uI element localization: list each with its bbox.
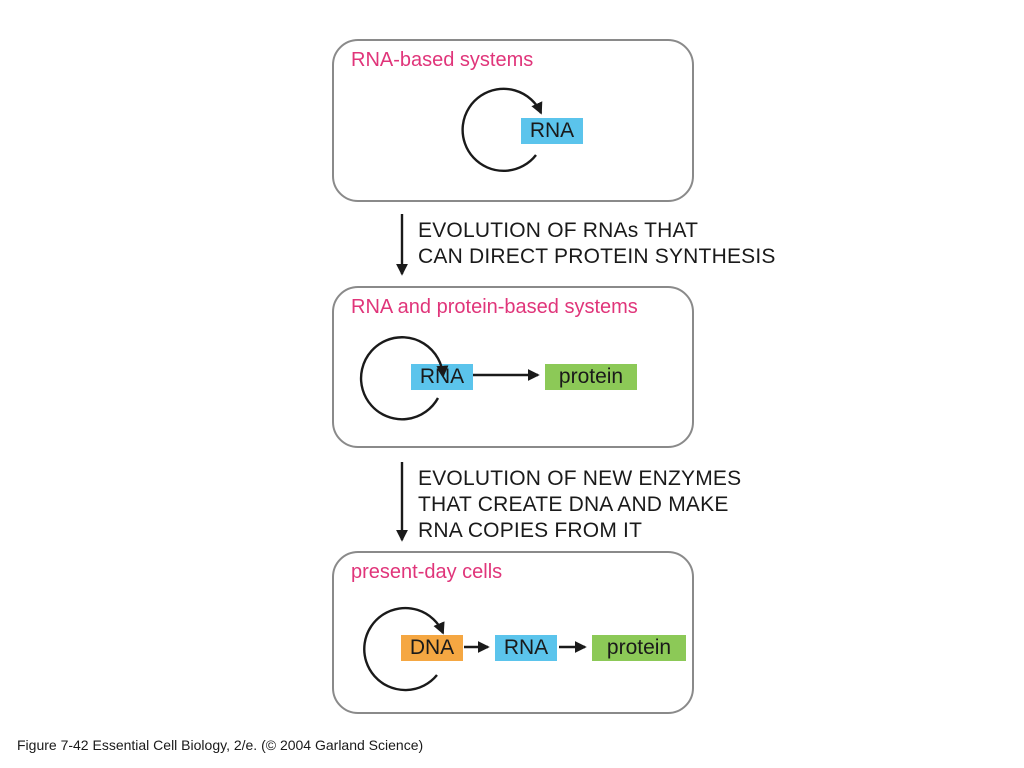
transition-2-line-1: EVOLUTION OF NEW ENZYMES [418,467,742,490]
transition-1-line-1: EVOLUTION OF RNAs THAT [418,219,699,242]
panel-rna-based-systems: RNA-based systems RNA [332,39,694,202]
panel-title: present-day cells [351,561,503,583]
panel-title: RNA and protein-based systems [351,296,638,318]
panel-title: RNA-based systems [351,49,534,71]
transition-1-line-2: CAN DIRECT PROTEIN SYNTHESIS [418,245,776,268]
dna-box: DNA [401,635,463,661]
transition-2-line-3: RNA COPIES FROM IT [418,519,643,542]
figure-caption: Figure 7-42 Essential Cell Biology, 2/e.… [17,737,424,753]
panel-rna-and-protein-based-systems: RNA and protein-based systems RNA protei… [332,286,694,448]
panel-present-day-cells: present-day cells DNA RNA protein [332,551,694,714]
protein-box: protein [545,364,637,390]
rna-box: RNA [495,635,557,661]
rna-box: RNA [411,364,473,390]
transition-2-line-2: THAT CREATE DNA AND MAKE [418,493,729,516]
rna-box: RNA [521,118,583,144]
protein-box: protein [592,635,686,661]
